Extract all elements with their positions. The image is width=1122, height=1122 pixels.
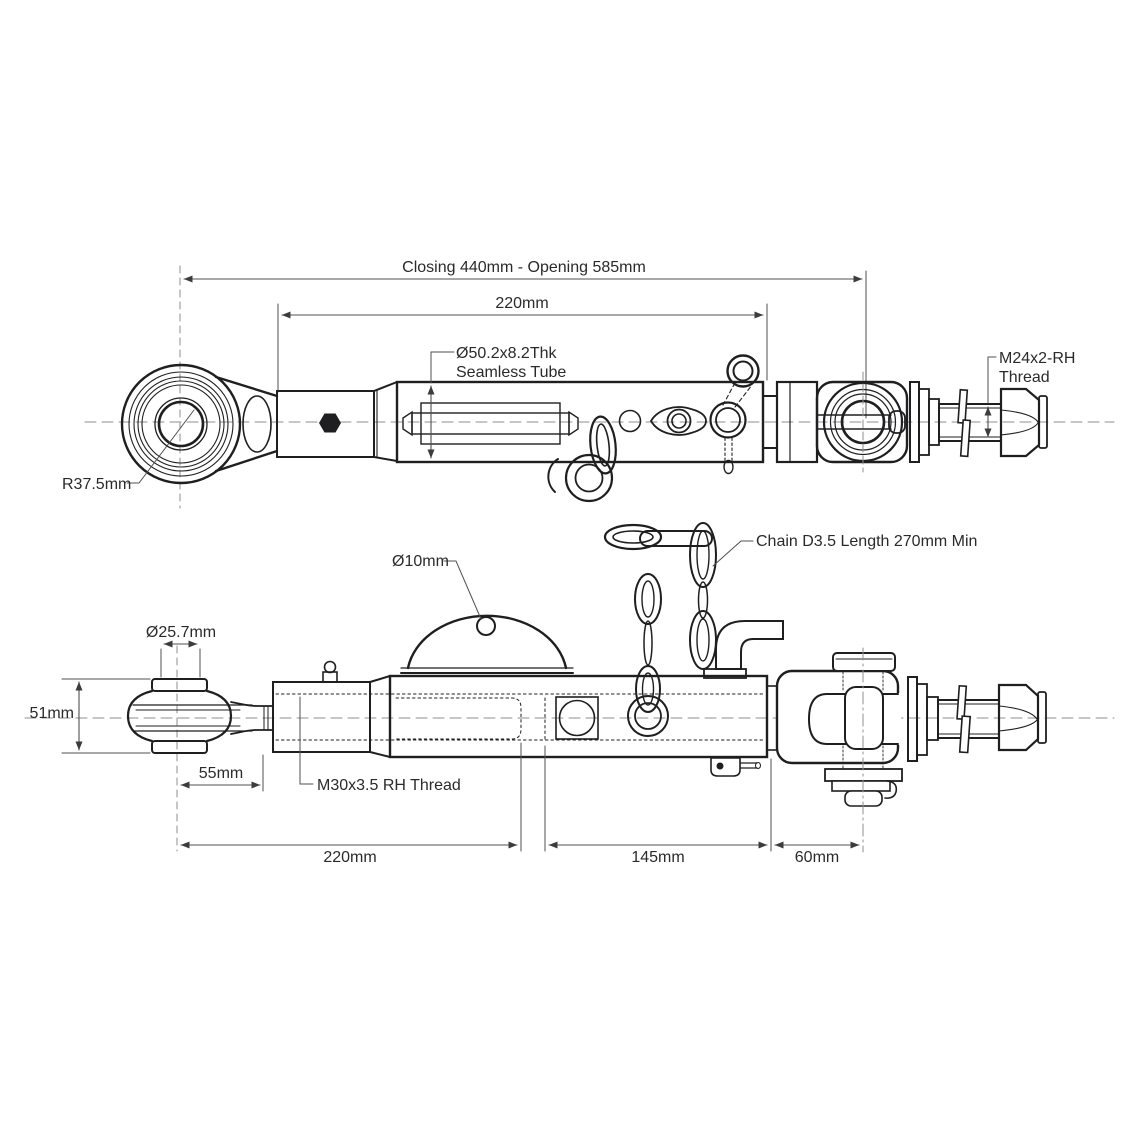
upper-chain-and-pin	[547, 354, 760, 503]
grease-nipple-dome	[323, 660, 337, 674]
dome-hole-text: Ø10mm	[392, 553, 449, 570]
dome-guard	[406, 614, 568, 670]
dim-ballwidth-text: 51mm	[30, 705, 74, 722]
tube-spec-leader	[430, 351, 455, 384]
inspection-window	[555, 696, 599, 740]
dim-body-text: 220mm	[323, 849, 376, 866]
chain-anchor-ring	[627, 695, 669, 737]
dim-threadlen-text: 55mm	[199, 765, 243, 782]
ball-joint	[126, 678, 274, 754]
stabilizer-body	[272, 614, 769, 759]
chain-spec-leader	[712, 540, 754, 567]
clevis-pin-head	[832, 652, 896, 672]
thread-spec-text-2: Thread	[999, 369, 1050, 386]
clevis-pin	[844, 686, 884, 750]
tube-spec-text-2: Seamless Tube	[456, 364, 566, 381]
dome-hole-leader	[443, 560, 482, 620]
chain-spec-text: Chain D3.5 Length 270mm Min	[756, 533, 977, 550]
dim-tube-length-text: 220mm	[495, 295, 548, 312]
safety-chain	[603, 522, 717, 713]
lower-view-stabilizer: Ø25.7mm 51mm 55mm	[24, 522, 1115, 866]
dim-closing-opening-text: Closing 440mm - Opening 585mm	[402, 259, 646, 276]
turnbuckle-body	[276, 380, 765, 464]
dim-head-text: 145mm	[631, 849, 684, 866]
thread-spec-leader	[987, 356, 997, 404]
clevis-fork	[766, 647, 1047, 853]
locking-handle	[703, 620, 784, 679]
thread-spec-text-1: M24x2-RH	[999, 350, 1075, 367]
rod-end-radius-leader	[126, 409, 195, 484]
dome-hole	[476, 616, 496, 636]
dim-ballbore-text: Ø25.7mm	[146, 624, 216, 641]
grease-nipple-base	[322, 671, 338, 683]
lower-thread-text: M30x3.5 RH Thread	[317, 777, 461, 794]
lower-thread-leader	[299, 696, 314, 785]
chain-end-ring	[603, 523, 663, 551]
rod-end-eye	[120, 363, 279, 485]
spring-pin	[710, 757, 761, 777]
inner-screw	[402, 402, 579, 445]
upper-clevis-head	[762, 371, 1048, 473]
rod-end-radius-text: R37.5mm	[62, 476, 131, 493]
upper-view-top-link: Closing 440mm - Opening 585mm 220mm R37.…	[62, 259, 1115, 509]
hex-wrench-flat	[319, 413, 341, 433]
tube-spec-text-1: Ø50.2x8.2Thk	[456, 345, 558, 362]
dim-clevis-text: 60mm	[795, 849, 839, 866]
